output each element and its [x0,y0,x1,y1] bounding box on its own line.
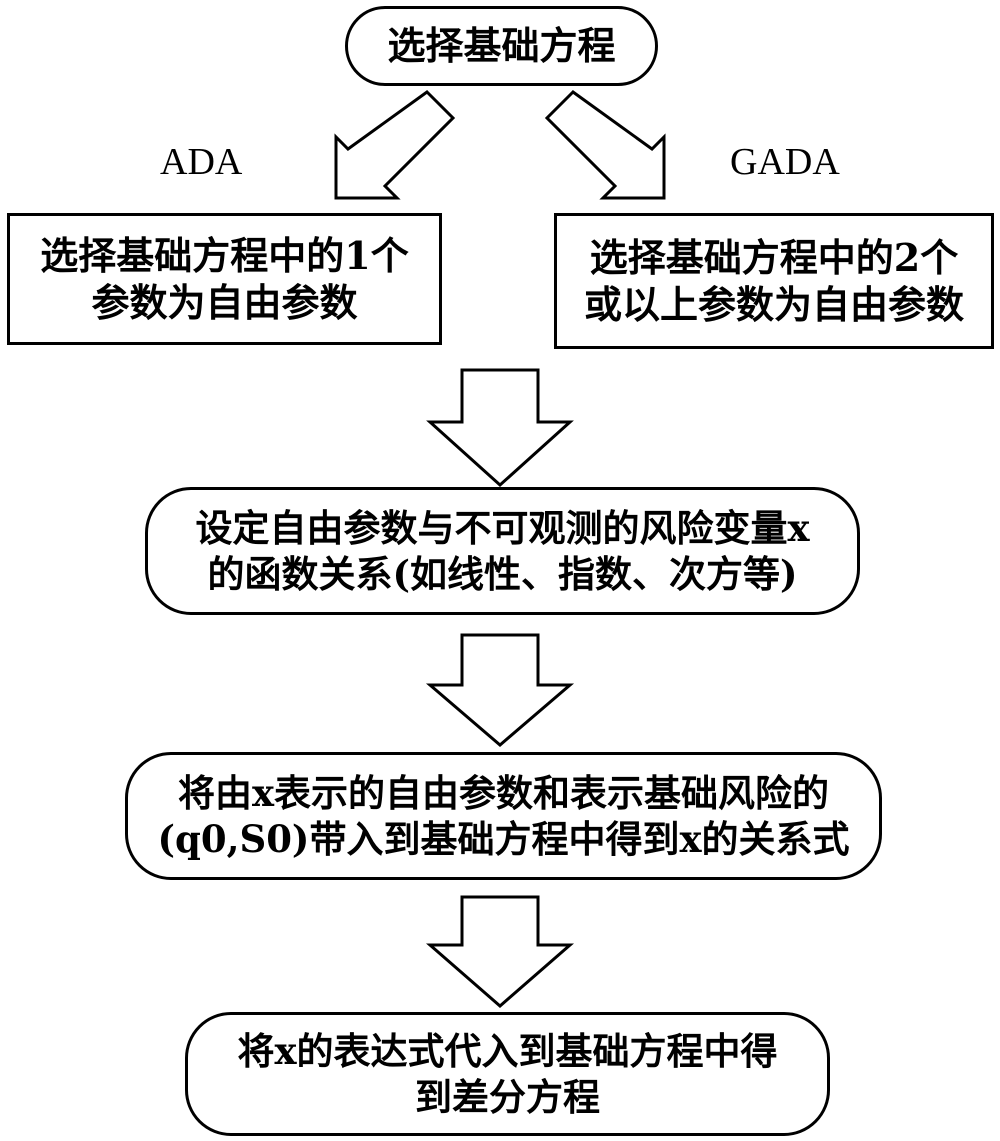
function-line-1: 设定自由参数与不可观测的风险变量x [195,505,810,550]
start-node: 选择基础方程 [345,6,658,86]
substitute-node: 将由x表示的自由参数和表示基础风险的 (q0,S0)带入到基础方程中得到x的关系… [125,752,882,880]
branch-label-gada: GADA [730,141,840,183]
substitute-line-2: (q0,S0)带入到基础方程中得到x的关系式 [157,817,850,861]
function-line-2: 的函数关系(如线性、指数、次方等) [207,552,798,596]
branch-label-ada: ADA [160,141,243,183]
arrow-to-ada [334,90,456,200]
arrow-down-1 [426,368,574,488]
function-relation-node: 设定自由参数与不可观测的风险变量x 的函数关系(如线性、指数、次方等) [145,487,860,615]
end-line-2: 到差分方程 [415,1075,600,1119]
arrow-down-3 [425,895,575,1008]
substitute-line-1: 将由x表示的自由参数和表示基础风险的 [177,770,830,815]
ada-line-2: 参数为自由参数 [91,280,358,325]
ada-node: 选择基础方程中的1个 参数为自由参数 [7,213,442,345]
difference-equation-node: 将x的表达式代入到基础方程中得 到差分方程 [185,1012,830,1136]
arrow-to-gada [544,90,666,200]
arrow-down-2 [425,633,575,747]
end-line-1: 将x的表达式代入到基础方程中得 [237,1028,778,1073]
gada-line-1: 选择基础方程中的2个 [589,234,959,280]
ada-line-1: 选择基础方程中的1个 [40,232,409,278]
start-label: 选择基础方程 [387,23,616,69]
gada-node: 选择基础方程中的2个 或以上参数为自由参数 [554,213,994,349]
gada-line-2: 或以上参数为自由参数 [583,282,964,327]
